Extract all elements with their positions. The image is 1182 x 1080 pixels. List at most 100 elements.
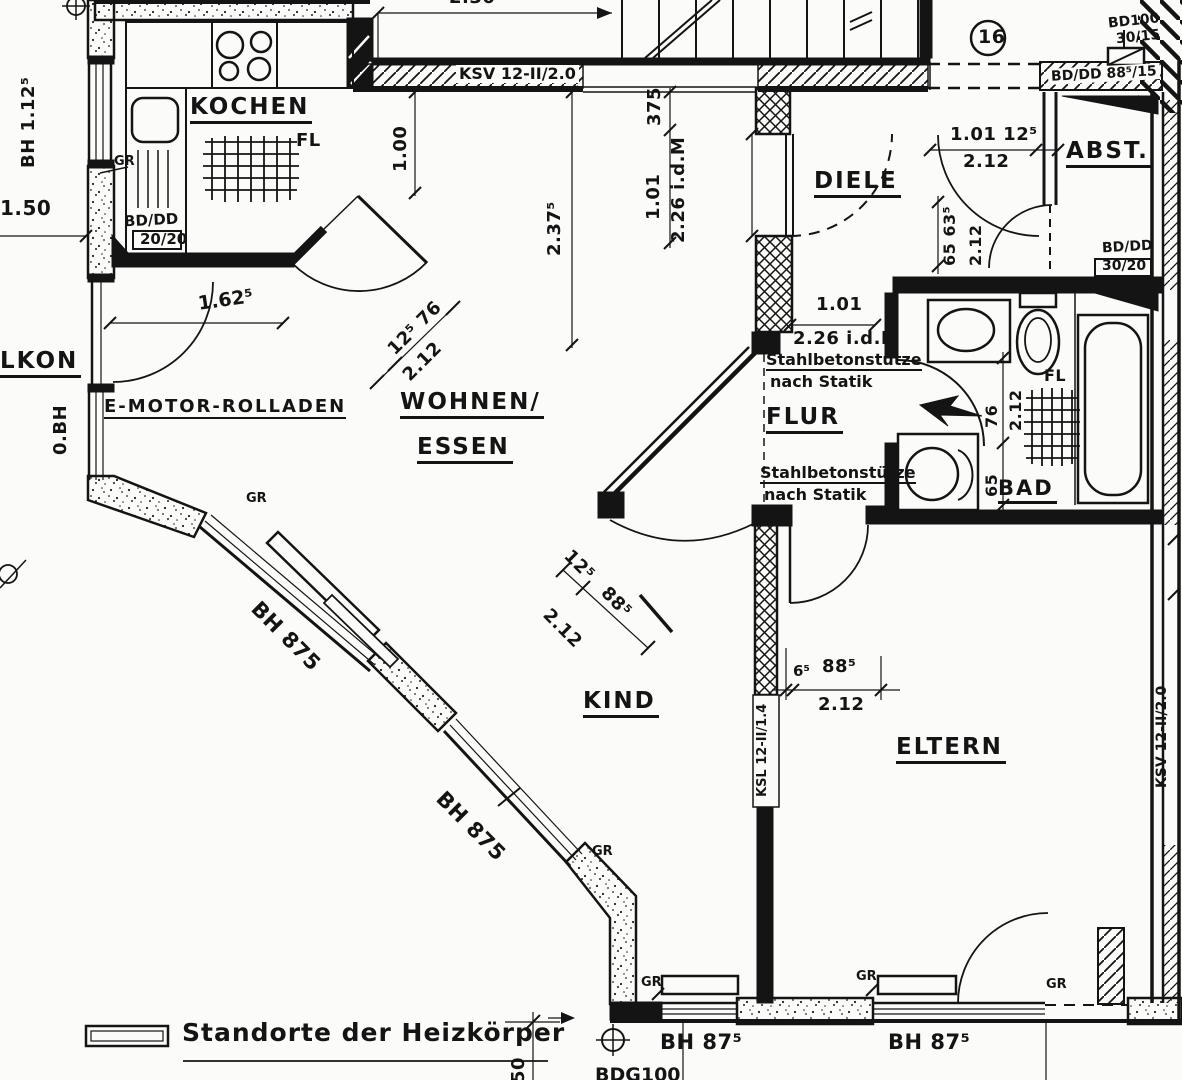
- room-label-kind: KIND: [583, 690, 659, 718]
- wall: [865, 505, 899, 525]
- door-swing-arrow: [918, 395, 983, 427]
- balcony-door-arc: [112, 281, 214, 383]
- dim-375: 375: [644, 86, 665, 126]
- wc-cistern: [1018, 291, 1058, 309]
- wall: [892, 276, 1163, 294]
- concrete-column: [597, 491, 625, 519]
- gr-label: GR: [856, 969, 877, 984]
- ksv-beam-label: KSV 12-II/2.0: [456, 65, 579, 83]
- fl-label: FL: [1044, 366, 1067, 385]
- e-motor-rolladen-label: E-MOTOR-ROLLADEN: [104, 396, 347, 419]
- eltern-door-arc: [789, 524, 869, 604]
- partial-bottom-label: BDG100: [595, 1064, 681, 1080]
- wall: [884, 292, 899, 359]
- legend: [84, 1024, 548, 1062]
- dim-226idm: 2.26 i.d.M: [668, 136, 689, 243]
- wc-icon: [1015, 308, 1061, 376]
- entrance-diele: [745, 86, 1058, 527]
- bd-dd-label: BD/DD: [123, 209, 179, 231]
- wall: [111, 252, 295, 268]
- dim-2375: 2.37⁵: [544, 201, 565, 256]
- room-label-kochen: KOCHEN: [190, 96, 313, 124]
- dim-212: 2.12: [1006, 389, 1025, 431]
- dim-100: 1.00: [390, 125, 411, 172]
- dim-101: 1.01: [816, 294, 863, 315]
- dim-bh112: BH 1.12⁵: [18, 76, 39, 168]
- dim-bh87: BH 87⁵: [888, 1030, 971, 1054]
- axis-marker-icon: [0, 564, 18, 584]
- bathroom: [884, 276, 1163, 525]
- sink-icon: [130, 96, 180, 144]
- room-label-eltern: ELTERN: [896, 736, 1006, 764]
- abst-door-arc: [937, 134, 1040, 237]
- washing-machine-icon: [896, 432, 980, 512]
- dim-212: 2.12: [966, 224, 985, 266]
- radiator-symbol: [876, 974, 958, 996]
- entry-door-arc: [789, 133, 893, 237]
- radiator-symbol: [660, 974, 740, 996]
- wall-corner: [86, 474, 208, 539]
- bd-dd-size-label: 20/20: [140, 230, 188, 248]
- kind-eltern-wall: [753, 518, 779, 697]
- room-label-bad: BAD: [998, 478, 1057, 504]
- dim-eltern-door2: 88⁵: [822, 656, 857, 677]
- sheet-number-circle: [969, 19, 1007, 57]
- concrete-column: [751, 331, 781, 355]
- radiator-symbol: [322, 593, 400, 669]
- balcony-door-arc: [957, 912, 1049, 1004]
- column: [754, 234, 794, 334]
- dim-230: 2.30: [449, 0, 495, 7]
- diagonal-glazing: [199, 514, 638, 1006]
- duct-hatch: [1097, 927, 1125, 1005]
- corner-hatch: [1138, 0, 1182, 113]
- dim-eltern-door1: 6⁵: [793, 662, 811, 680]
- fl-label: FL: [296, 130, 321, 151]
- beam: [757, 63, 929, 89]
- gr-label: GR: [1046, 977, 1067, 992]
- bathtub-icon: [1076, 313, 1150, 505]
- room-label-diele: DIELE: [814, 170, 901, 198]
- door-leaf: [638, 593, 674, 634]
- room-label-abst: ABST.: [1066, 140, 1152, 168]
- dim-150: 1.50: [0, 196, 52, 220]
- room-label-flur: FLUR: [766, 406, 843, 434]
- door-leaf: [356, 194, 429, 265]
- room-label-essen: ESSEN: [417, 436, 513, 464]
- dimension-lines: [0, 0, 1065, 1080]
- radiator-symbol: [84, 1024, 170, 1048]
- gr-label: GR: [592, 844, 613, 859]
- kitchen-counter: [125, 21, 354, 89]
- dim-65: 65: [982, 473, 1001, 497]
- bath-door-arc: [897, 359, 985, 447]
- washbasin-icon: [936, 307, 996, 353]
- wall: [892, 509, 1163, 525]
- stove-icon: [215, 30, 273, 82]
- floor-drain-grid: [1024, 388, 1080, 466]
- gr-label: GR: [246, 491, 267, 506]
- dim-obh: 0.BH: [50, 404, 71, 455]
- dim-bh87: BH 87⁵: [660, 1030, 743, 1054]
- washbasin-counter: [926, 298, 1012, 364]
- dim-abst-width: 1.01 12⁵: [950, 124, 1038, 145]
- legend-text: Standorte der Heizkörper: [182, 1018, 566, 1047]
- diagonal-wall: [608, 351, 757, 500]
- stair-run-line: [644, 0, 713, 59]
- niche-door-arc: [988, 204, 1053, 269]
- dim-76: 76: [982, 404, 1001, 428]
- ksv-right-label: KSV 12-II/2.0: [1154, 685, 1170, 788]
- dim-212: 2.12: [963, 151, 1010, 172]
- room-label-wohnen: WOHNEN/: [400, 391, 544, 419]
- bottom-wall: [596, 912, 1182, 1080]
- right-wall: [1150, 58, 1181, 1022]
- dim-50: 50: [508, 1056, 529, 1080]
- bd-dd-size-label: 30/20: [1102, 258, 1147, 274]
- column: [754, 86, 792, 136]
- dim-101: 1.01: [643, 173, 664, 220]
- balcony-left-wall: [86, 0, 214, 539]
- dim-diele-v: 65 63⁵: [940, 205, 959, 266]
- room-label-balkon: LKON: [0, 350, 82, 378]
- wall-corner: [564, 841, 638, 1006]
- dim-226idm: 2.26 i.d.M: [793, 328, 900, 349]
